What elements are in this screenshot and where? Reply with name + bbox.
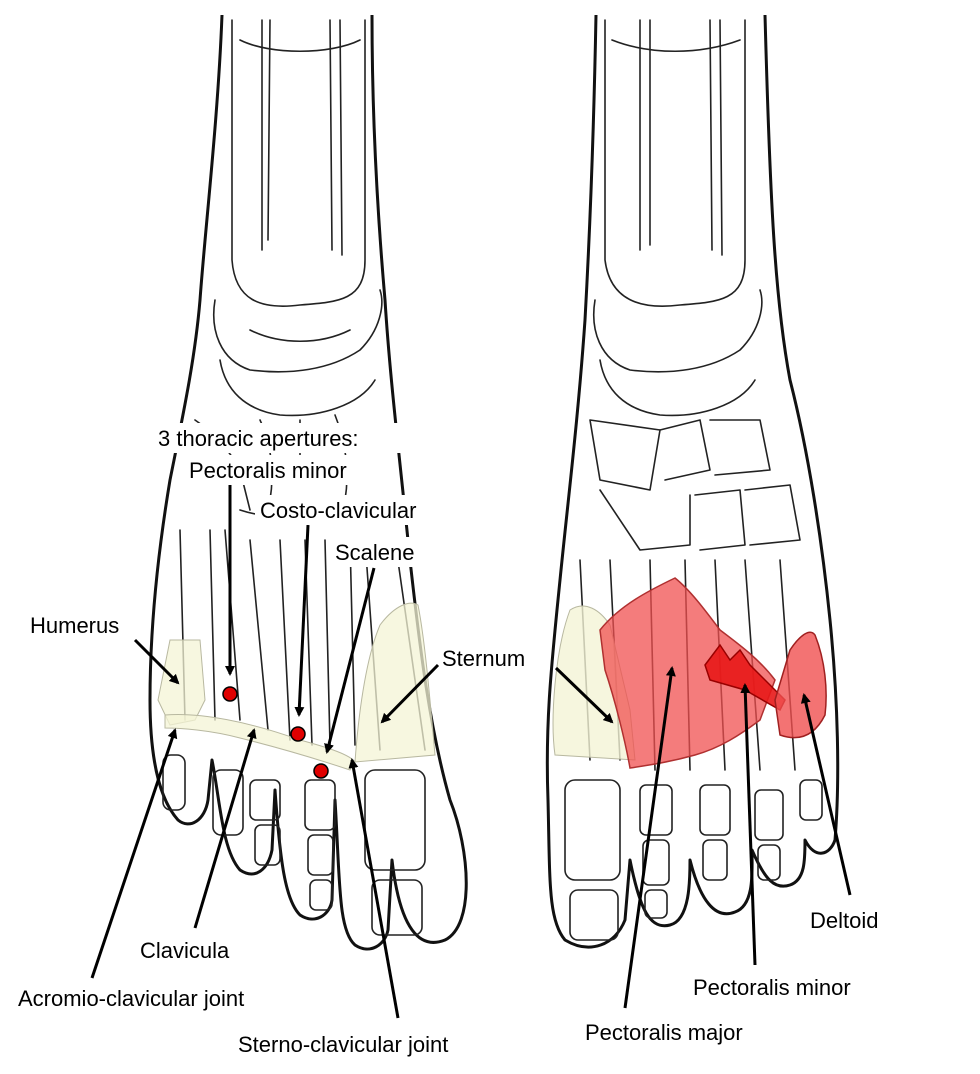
pectoralis-minor-aperture-label: Pectoralis minor: [189, 458, 347, 483]
pectoralis-major-muscle: [599, 577, 776, 769]
deltoid-label: Deltoid: [810, 908, 878, 933]
right-foot-outline: [545, 14, 840, 949]
scalene-label: Scalene: [335, 540, 415, 565]
costo-clavicular-marker: [290, 726, 306, 742]
sternum-overlay: [354, 602, 436, 763]
costo-clavicular-label: Costo-clavicular: [260, 498, 417, 523]
right-labels: Deltoid Pectoralis minor Pectoralis majo…: [585, 908, 878, 1045]
deltoid-muscle: [774, 631, 827, 739]
pectoralis-minor-marker: [222, 686, 238, 702]
clavicula-overlay: [164, 714, 356, 771]
pectoralis-major-label: Pectoralis major: [585, 1020, 743, 1045]
scalene-marker: [313, 763, 329, 779]
right-arrows: [554, 666, 852, 1009]
sterno-clavicular-label: Sterno-clavicular joint: [238, 1032, 448, 1057]
acromio-clavicular-label: Acromio-clavicular joint: [18, 986, 244, 1011]
right-foot-drawing: [545, 14, 840, 949]
sternum-label: Sternum: [442, 646, 525, 671]
clavicula-label: Clavicula: [140, 938, 230, 963]
apertures-title: 3 thoracic apertures:: [158, 426, 359, 451]
pectoralis-minor-muscle: [704, 643, 786, 712]
humerus-label: Humerus: [30, 613, 119, 638]
left-arrows: [90, 485, 440, 1019]
left-labels: 3 thoracic apertures: Pectoralis minor C…: [18, 423, 525, 1057]
pectoralis-minor-muscle-label: Pectoralis minor: [693, 975, 851, 1000]
